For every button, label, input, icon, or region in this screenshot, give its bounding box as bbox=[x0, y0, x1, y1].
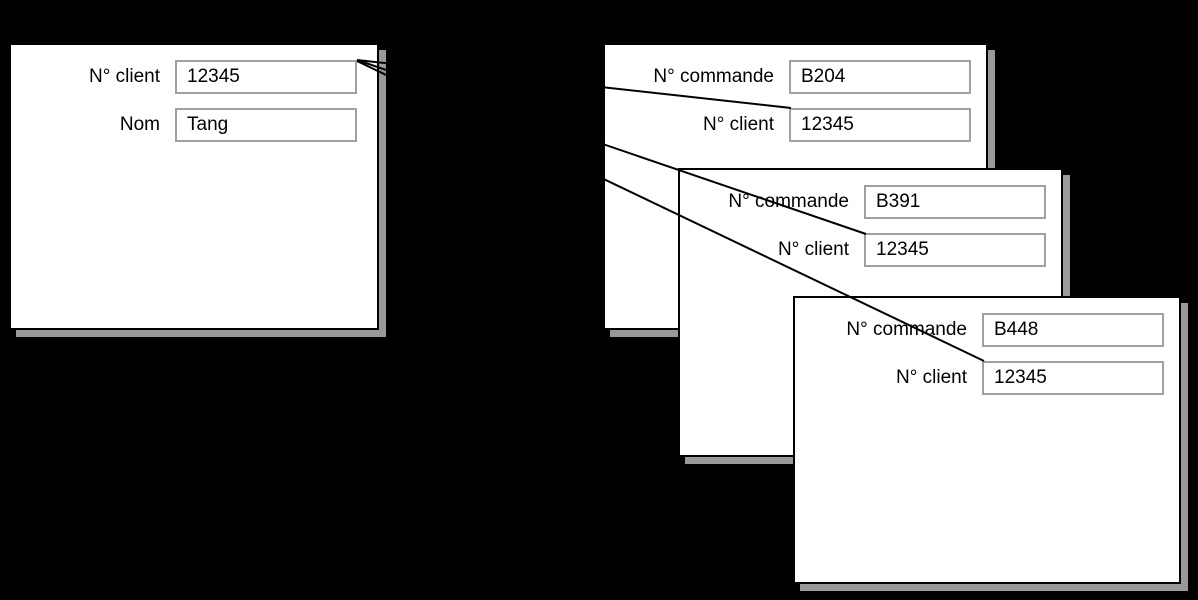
client-number-field: 12345 bbox=[175, 60, 357, 94]
order-client-label: N° client bbox=[703, 114, 774, 135]
order-client-row: N° client 12345 bbox=[896, 361, 1164, 395]
client-name-label: Nom bbox=[119, 114, 160, 135]
client-number-row: N° client 12345 bbox=[89, 60, 357, 94]
order-number-label: N° commande bbox=[728, 191, 849, 212]
order-number-row: N° commande B391 bbox=[728, 185, 1046, 219]
order-client-row: N° client 12345 bbox=[703, 108, 971, 142]
order-client-row: N° client 12345 bbox=[778, 233, 1046, 267]
client-name-row: Nom Tang bbox=[120, 108, 357, 142]
order-number-row: N° commande B204 bbox=[653, 60, 971, 94]
order-client-label: N° client bbox=[778, 239, 849, 260]
order-number-label: N° commande bbox=[653, 66, 774, 87]
order-number-field: B204 bbox=[789, 60, 971, 94]
order-number-label: N° commande bbox=[846, 319, 967, 340]
order-number-row: N° commande B448 bbox=[846, 313, 1164, 347]
order-number-field: B391 bbox=[864, 185, 1046, 219]
client-card: N° client 12345 Nom Tang bbox=[9, 43, 379, 330]
order-client-field: 12345 bbox=[982, 361, 1164, 395]
order-card-3: N° commande B448 N° client 12345 bbox=[793, 296, 1181, 584]
client-number-label: N° client bbox=[89, 66, 160, 87]
order-client-field: 12345 bbox=[864, 233, 1046, 267]
order-client-label: N° client bbox=[896, 367, 967, 388]
order-number-field: B448 bbox=[982, 313, 1164, 347]
order-client-field: 12345 bbox=[789, 108, 971, 142]
client-name-field: Tang bbox=[175, 108, 357, 142]
